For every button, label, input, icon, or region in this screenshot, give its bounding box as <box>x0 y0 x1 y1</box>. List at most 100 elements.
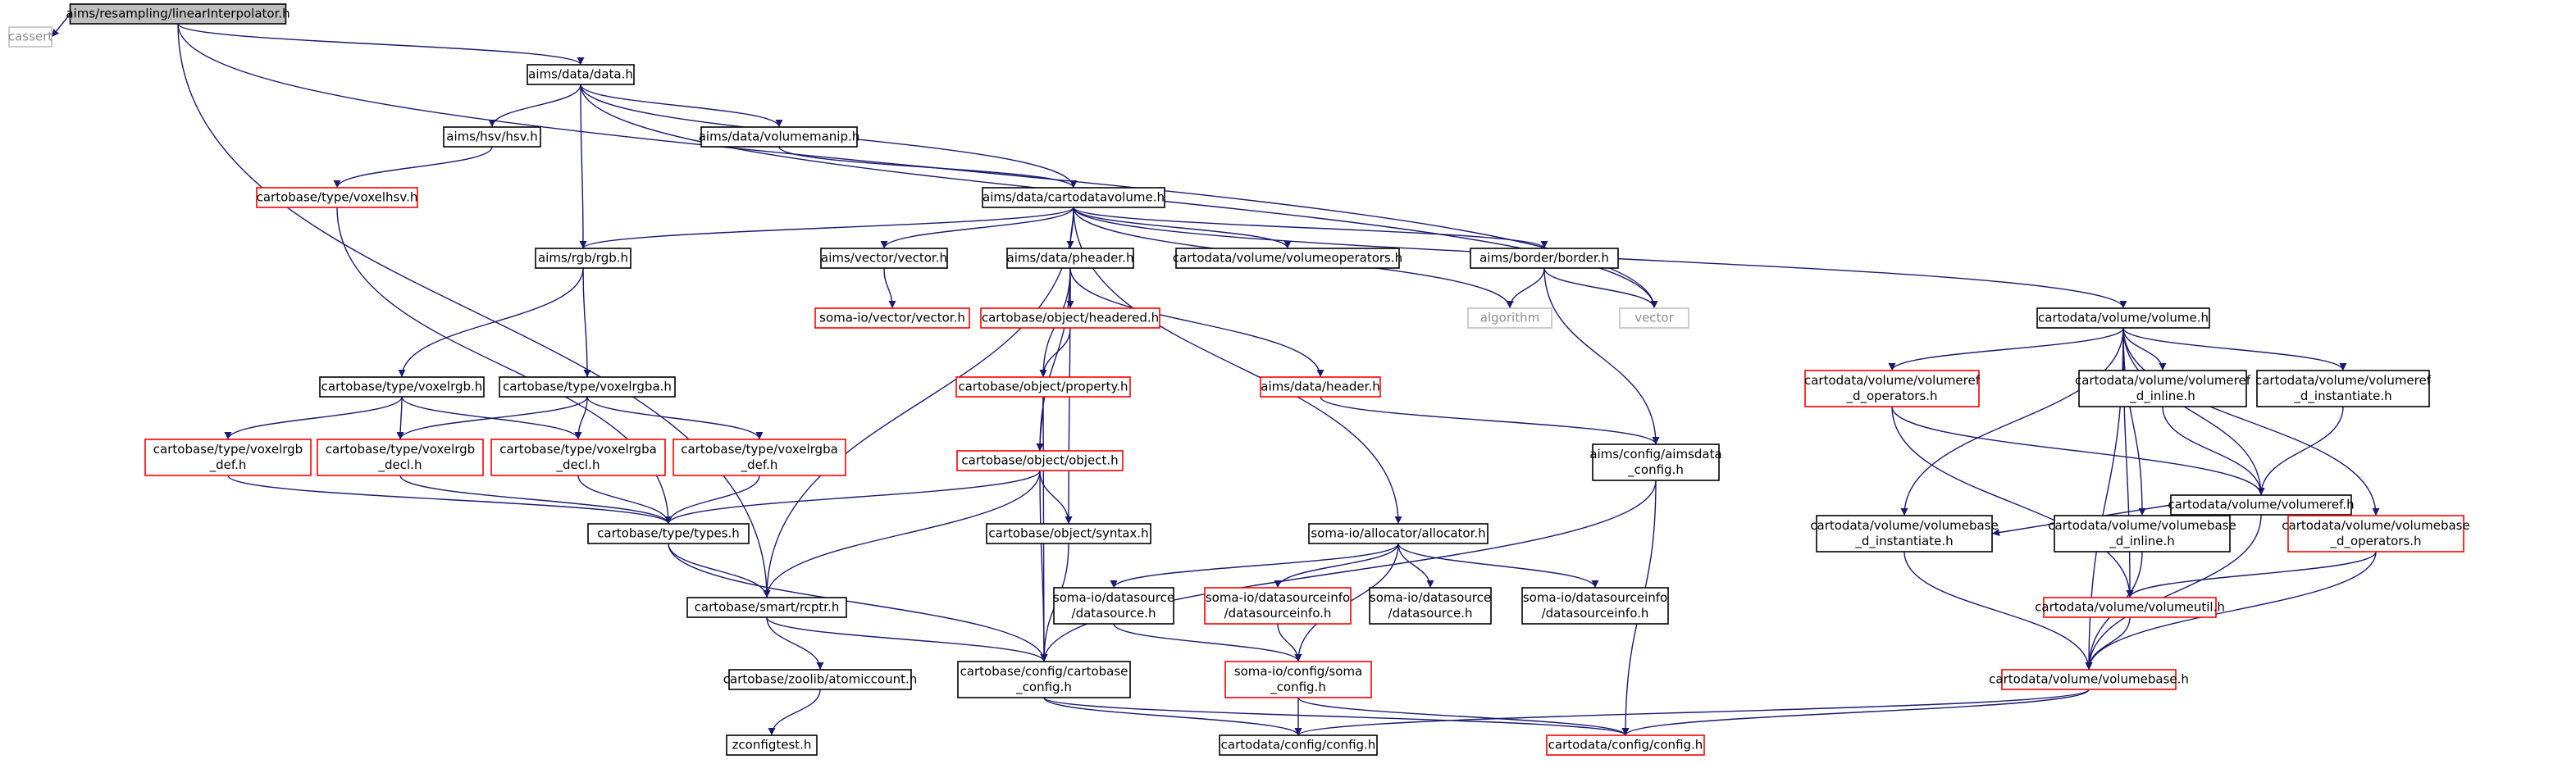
edge-volumeh-to-vb-dops <box>2122 327 2380 516</box>
header-node-voxelrgba[interactable]: cartobase/type/voxelrgba.h <box>499 376 676 398</box>
header-node-volumeoperators[interactable]: cartodata/volume/volumeoperators.h <box>1173 248 1402 269</box>
node-label: soma-io/config/soma <box>1234 664 1362 679</box>
header-node-soma-config[interactable]: soma-io/config/soma_config.h <box>1224 661 1372 698</box>
edge-root-to-aims-data <box>177 23 585 66</box>
header-node-rcptr[interactable]: cartobase/smart/rcptr.h <box>686 597 847 618</box>
node-box <box>256 187 418 208</box>
header-node-aimsdata-config[interactable]: aims/config/aimsdata_config.h <box>1589 443 1722 481</box>
header-node-cartobase-config[interactable]: cartobase/config/cartobase_config.h <box>957 661 1131 698</box>
header-node-cd-config-black[interactable]: cartodata/config/config.h <box>1219 734 1378 756</box>
node-label: algorithm <box>1480 311 1539 325</box>
header-node-somavector[interactable]: soma-io/vector/vector.h <box>814 307 970 329</box>
node-label: cartobase/object/object.h <box>961 453 1118 468</box>
header-node-atomiccount[interactable]: cartobase/zoolib/atomiccount.h <box>723 669 917 690</box>
node-box <box>1219 734 1378 756</box>
edge-voxelrgb-decl-to-types <box>399 475 672 525</box>
node-box <box>728 669 912 690</box>
node-box <box>700 126 858 148</box>
header-node-dsinfo-black[interactable]: soma-io/datasourceinfo/datasourceinfo.h <box>1521 587 1669 625</box>
node-box <box>587 523 750 544</box>
node-label: aims/data/header.h <box>1261 380 1379 394</box>
edge-volumeref-to-volumebase <box>2085 514 2262 671</box>
edge-headered-to-property <box>1039 327 1071 378</box>
header-node-cartodatavolume[interactable]: aims/data/cartodatavolume.h <box>982 187 1165 208</box>
node-box <box>490 439 666 476</box>
node-box <box>814 307 970 329</box>
edge-types-to-rcptr <box>668 543 771 598</box>
node-label: cartobase/type/types.h <box>597 526 740 541</box>
node-label: _d_operators.h <box>1845 389 1937 404</box>
header-node-pheader[interactable]: aims/data/pheader.h <box>1006 248 1134 269</box>
header-node-voxelrgb-decl[interactable]: cartobase/type/voxelrgb_decl.h <box>317 439 484 476</box>
header-node-ds-black[interactable]: soma-io/datasource/datasource.h <box>1053 587 1174 625</box>
node-box <box>986 523 1151 544</box>
header-node-vb-dinst[interactable]: cartodata/volume/volumebase_d_instantiat… <box>1810 515 1999 553</box>
node-label: _def.h <box>209 457 247 473</box>
header-node-voxelhsv[interactable]: cartobase/type/voxelhsv.h <box>256 187 418 208</box>
header-node-types[interactable]: cartobase/type/types.h <box>587 523 750 544</box>
edge-rcptr-to-atomiccount <box>766 616 824 671</box>
header-node-syntax[interactable]: cartobase/object/syntax.h <box>986 523 1151 544</box>
header-node-aimsheader[interactable]: aims/data/header.h <box>1260 376 1381 398</box>
header-node-vref-dinline[interactable]: cartodata/volume/volumeref_d_inline.h <box>2075 370 2251 407</box>
edge-volumeh-to-vb-dinline <box>2122 327 2146 516</box>
header-node-volumebase[interactable]: cartodata/volume/volumebase.h <box>1989 669 2189 690</box>
node-box <box>726 734 818 756</box>
node-box <box>8 26 52 48</box>
header-node-border[interactable]: aims/border/border.h <box>1470 248 1619 269</box>
header-node-property[interactable]: cartobase/object/property.h <box>955 376 1131 398</box>
header-node-volumeh[interactable]: cartodata/volume/volume.h <box>2036 307 2210 329</box>
node-box <box>980 307 1160 329</box>
header-node-vref-dops[interactable]: cartodata/volume/volumeref_d_operators.h <box>1804 370 1981 407</box>
header-node-rgb[interactable]: aims/rgb/rgb.h <box>535 248 631 269</box>
edge-pheader-to-aimsheader <box>1069 267 1324 378</box>
header-node-vb-dops[interactable]: cartodata/volume/volumebase_d_operators.… <box>2282 515 2470 553</box>
header-node-ds-black2[interactable]: soma-io/datasource/datasource.h <box>1369 587 1492 625</box>
node-box <box>535 248 631 269</box>
node-label: cartobase/type/voxelrgb <box>326 442 475 457</box>
node-box <box>1204 587 1352 625</box>
node-label: soma-io/datasourceinfo <box>1523 590 1667 605</box>
node-label: aims/config/aimsdata <box>1589 447 1721 462</box>
node-box <box>957 661 1131 698</box>
node-label: cartobase/zoolib/atomiccount.h <box>723 672 917 687</box>
edge-voxelrgba-def-to-types <box>664 475 760 525</box>
header-node-volumeref[interactable]: cartodata/volume/volumeref.h <box>2168 494 2355 516</box>
header-node-voxelrgb-def[interactable]: cartobase/type/voxelrgb_def.h <box>144 439 312 476</box>
header-node-vb-dinline[interactable]: cartodata/volume/volumebase_d_inline.h <box>2048 515 2236 553</box>
node-label: /datasource.h <box>1072 606 1156 621</box>
header-node-vref-dinst[interactable]: cartodata/volume/volumeref_d_instantiate… <box>2255 370 2432 407</box>
node-label: soma-io/datasourceinfo <box>1206 590 1350 605</box>
node-box <box>317 439 484 476</box>
header-node-aims-data[interactable]: aims/data/data.h <box>527 64 635 85</box>
header-node-volumeutil[interactable]: cartodata/volume/volumeutil.h <box>2035 597 2225 618</box>
header-node-dsinfo-red[interactable]: soma-io/datasourceinfo/datasourceinfo.h <box>1204 587 1352 625</box>
header-node-voxelrgba-decl[interactable]: cartobase/type/voxelrgba_decl.h <box>490 439 666 476</box>
header-node-voxelrgba-def[interactable]: cartobase/type/voxelrgba_def.h <box>672 439 846 476</box>
header-node-headered[interactable]: cartobase/object/headered.h <box>980 307 1160 329</box>
header-node-volumemanip[interactable]: aims/data/volumemanip.h <box>699 126 860 148</box>
node-box <box>2043 597 2217 618</box>
header-node-vector: vector <box>1619 307 1689 329</box>
header-node-hsv[interactable]: aims/hsv/hsv.h <box>443 126 541 148</box>
node-label: soma-io/allocator/allocator.h <box>1311 526 1485 541</box>
node-label: _config.h <box>1270 680 1326 695</box>
edge-pheader-to-object <box>1036 267 1071 452</box>
node-label: zconfigtest.h <box>732 738 812 753</box>
node-box <box>955 376 1131 398</box>
header-node-zconfigtest[interactable]: zconfigtest.h <box>726 734 818 756</box>
header-node-allocator[interactable]: soma-io/allocator/allocator.h <box>1308 523 1489 544</box>
edge-vref-dops-to-volumeref <box>1891 406 2265 496</box>
header-node-root[interactable]: aims/resampling/linearInterpolator.h <box>66 3 290 25</box>
node-label: soma-io/datasource <box>1370 590 1491 605</box>
header-node-cd-config-red[interactable]: cartodata/config/config.h <box>1546 734 1705 756</box>
header-node-vectorh[interactable]: aims/vector/vector.h <box>820 248 948 269</box>
header-node-object[interactable]: cartobase/object/object.h <box>956 450 1124 471</box>
node-label: /datasourceinfo.h <box>1542 606 1649 621</box>
header-node-voxelrgb[interactable]: cartobase/type/voxelrgb.h <box>319 376 485 398</box>
node-label: aims/vector/vector.h <box>821 251 947 266</box>
node-box <box>2256 370 2430 407</box>
node-label: aims/data/data.h <box>528 67 633 82</box>
node-box <box>1175 248 1400 269</box>
